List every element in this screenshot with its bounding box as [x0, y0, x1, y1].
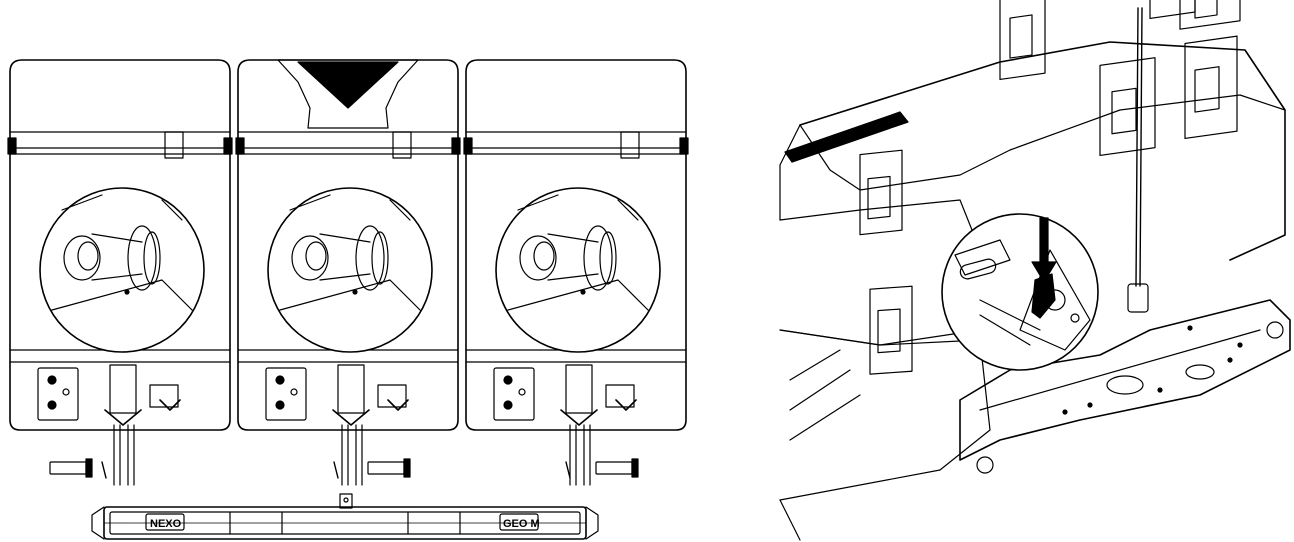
bumper-logo-left-plate	[145, 513, 185, 531]
cabinet-sequence	[7, 59, 689, 486]
detail-magnifier	[941, 213, 1099, 371]
cabinet-view-step-2	[235, 59, 461, 486]
bumper-bar: NEXO GEO M	[91, 493, 599, 540]
bumper-logo-left: NEXO	[150, 518, 182, 530]
rigging-frame	[959, 299, 1291, 474]
cable-shackle	[1127, 283, 1149, 313]
quick-release-pin	[367, 461, 405, 475]
detail-magnifier-step-3	[495, 187, 661, 353]
array-isometric-view	[779, 0, 1291, 541]
quick-release-pin	[49, 461, 87, 475]
cabinet-view-step-3	[463, 59, 689, 486]
bumper-logo-right: GEO M	[503, 518, 540, 530]
push-down-arrow-icon	[1031, 217, 1057, 283]
detail-magnifier-step-1	[39, 187, 205, 353]
cabinet-view-step-1	[7, 59, 233, 486]
cabinet-row-top	[999, 0, 1241, 81]
detail-magnifier-step-2	[267, 187, 433, 353]
bumper-logo-right-plate	[499, 513, 539, 531]
quick-release-pin	[595, 461, 633, 475]
grille-mesh	[297, 61, 399, 109]
hoist-cable	[1135, 7, 1139, 287]
